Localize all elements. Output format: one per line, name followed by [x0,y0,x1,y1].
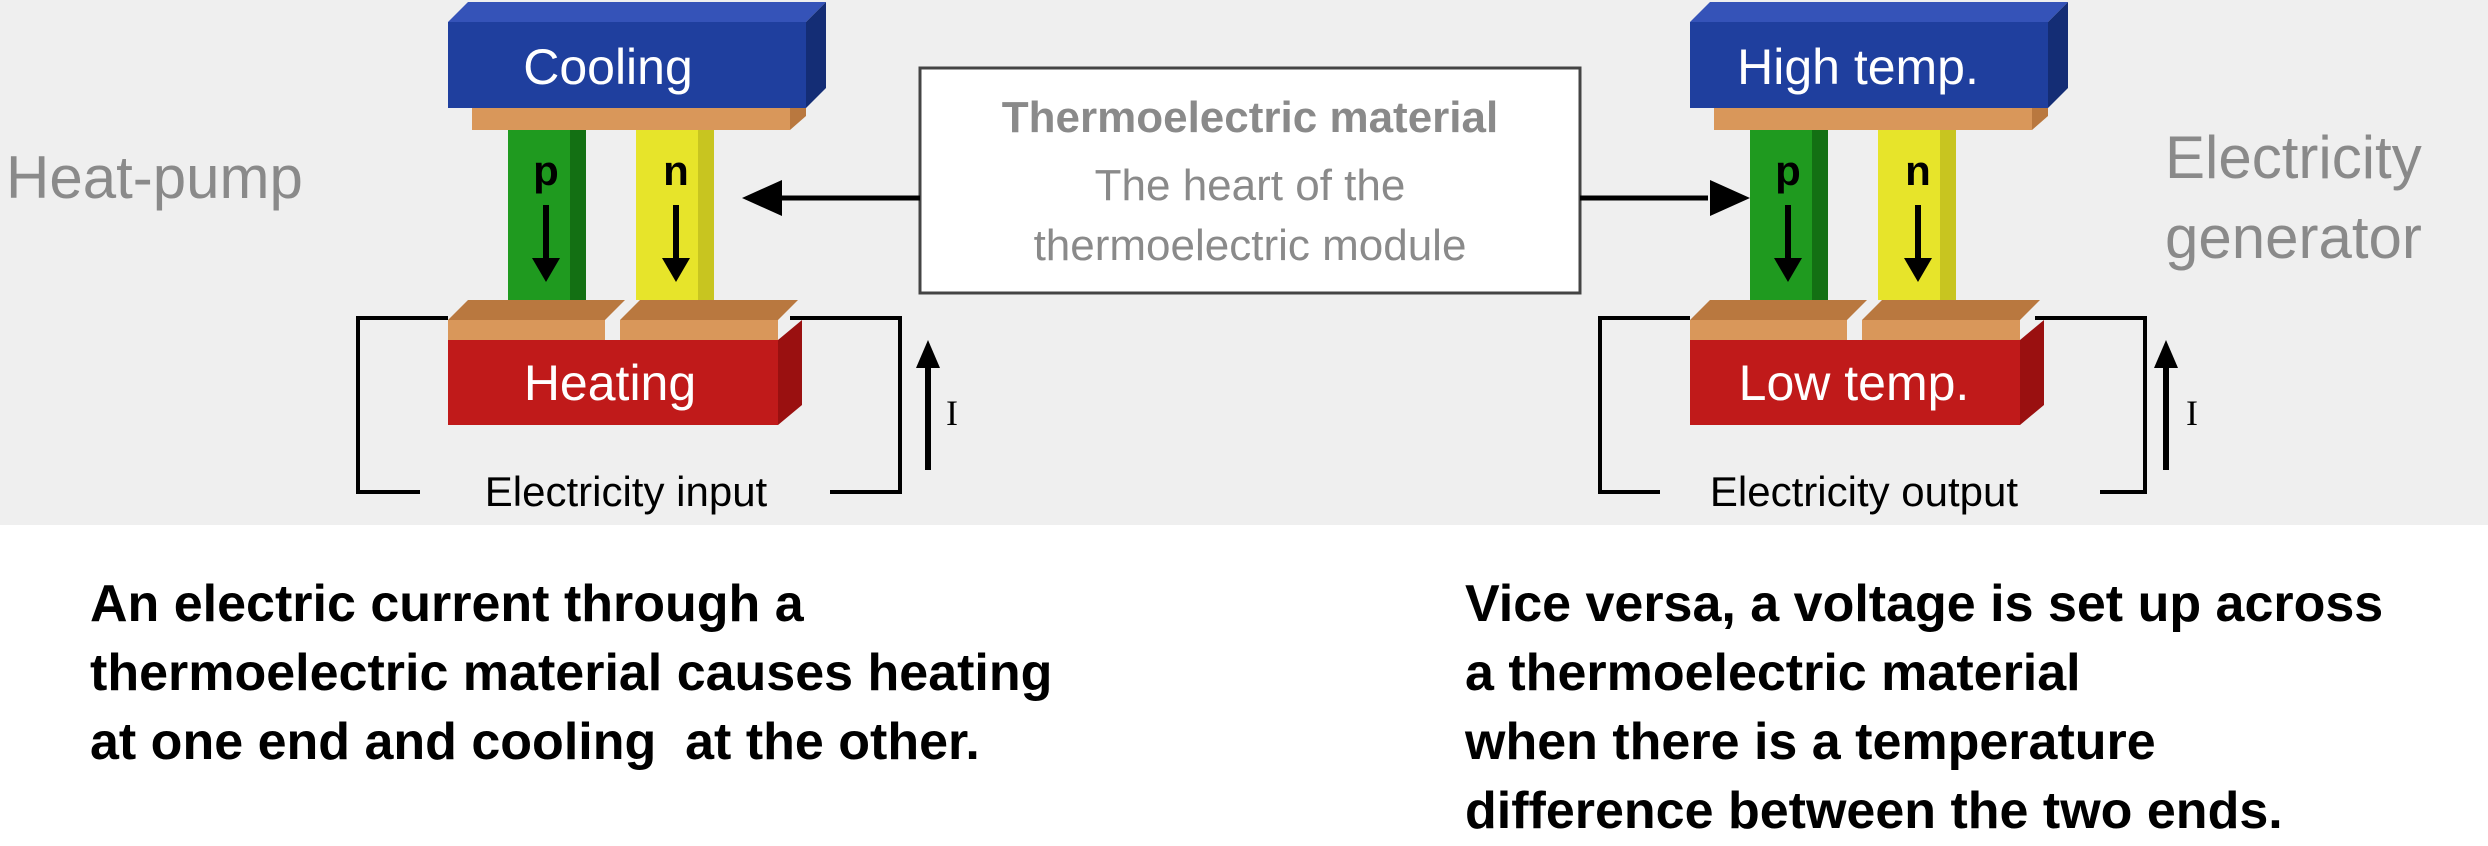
generator-circuit-wire [1598,316,2147,494]
generator-bottom-plates [1690,300,2040,340]
heat-pump-p-label: p [533,147,559,194]
generator-caption-line: difference between the two ends. [1465,782,2283,840]
heating-block-side [778,320,802,425]
heat-pump-n-leg [636,130,714,300]
center-box-line1: The heart of the [1095,161,1406,210]
electricity-input-label: Electricity input [485,468,768,515]
heat-pump-caption-line: An electric current through a [90,575,804,633]
cooling-block [448,2,826,108]
generator-p-leg [1750,130,1828,300]
center-box-title: Thermoelectric material [1002,93,1498,142]
generator-caption-line: Vice versa, a voltage is set up across [1465,575,2384,633]
generator-n-leg [1878,130,1956,300]
low-temp-block [1690,340,2020,425]
heat-pump-caption-line: at one end and cooling at the other. [90,713,980,771]
heat-pump-circuit-wire [356,316,902,494]
heat-pump-bottom-plates [448,300,798,340]
arrow-to-generator-head [1710,180,1750,216]
generator-label-line2: generator [2165,204,2422,271]
arrow-to-heat-pump-head [742,180,782,216]
heating-block [448,340,778,425]
generator-caption-line: a thermoelectric material [1465,644,2081,702]
high-temp-block [1690,2,2068,108]
generator-n-label: n [1905,147,1931,194]
heat-pump-caption-line: thermoelectric material causes heating [90,644,1053,702]
generator-leg-arrows [1774,205,1932,282]
thermoelectric-material-box [918,66,1582,295]
electricity-output-label: Electricity output [1710,468,2018,515]
generator-caption-line: when there is a temperature [1465,713,2156,771]
heat-pump-label: Heat-pump [6,144,303,211]
low-temp-block-side [2020,320,2044,425]
heat-pump-n-label: n [663,147,689,194]
cooling-label: Cooling [523,39,693,95]
generator-current-label: I [2186,393,2198,433]
heat-pump-caption: An electric current through a thermoelec… [90,570,1052,777]
heat-pump-current-arrow [916,340,940,470]
generator-label-line1: Electricity [2165,124,2422,191]
heating-label: Heating [524,355,696,411]
heat-pump-current-label: I [946,393,958,433]
generator-p-label: p [1775,147,1801,194]
low-temp-label: Low temp. [1739,355,1970,411]
center-box-line2: thermoelectric module [1034,221,1467,270]
heat-pump-leg-arrows [532,205,690,282]
high-temp-label: High temp. [1737,39,1979,95]
heat-pump-p-leg [508,130,586,300]
generator-caption: Vice versa, a voltage is set up across a… [1465,570,2383,846]
generator-current-arrow [2154,340,2178,470]
heat-pump-module [356,2,940,494]
generator-module [1598,2,2178,494]
